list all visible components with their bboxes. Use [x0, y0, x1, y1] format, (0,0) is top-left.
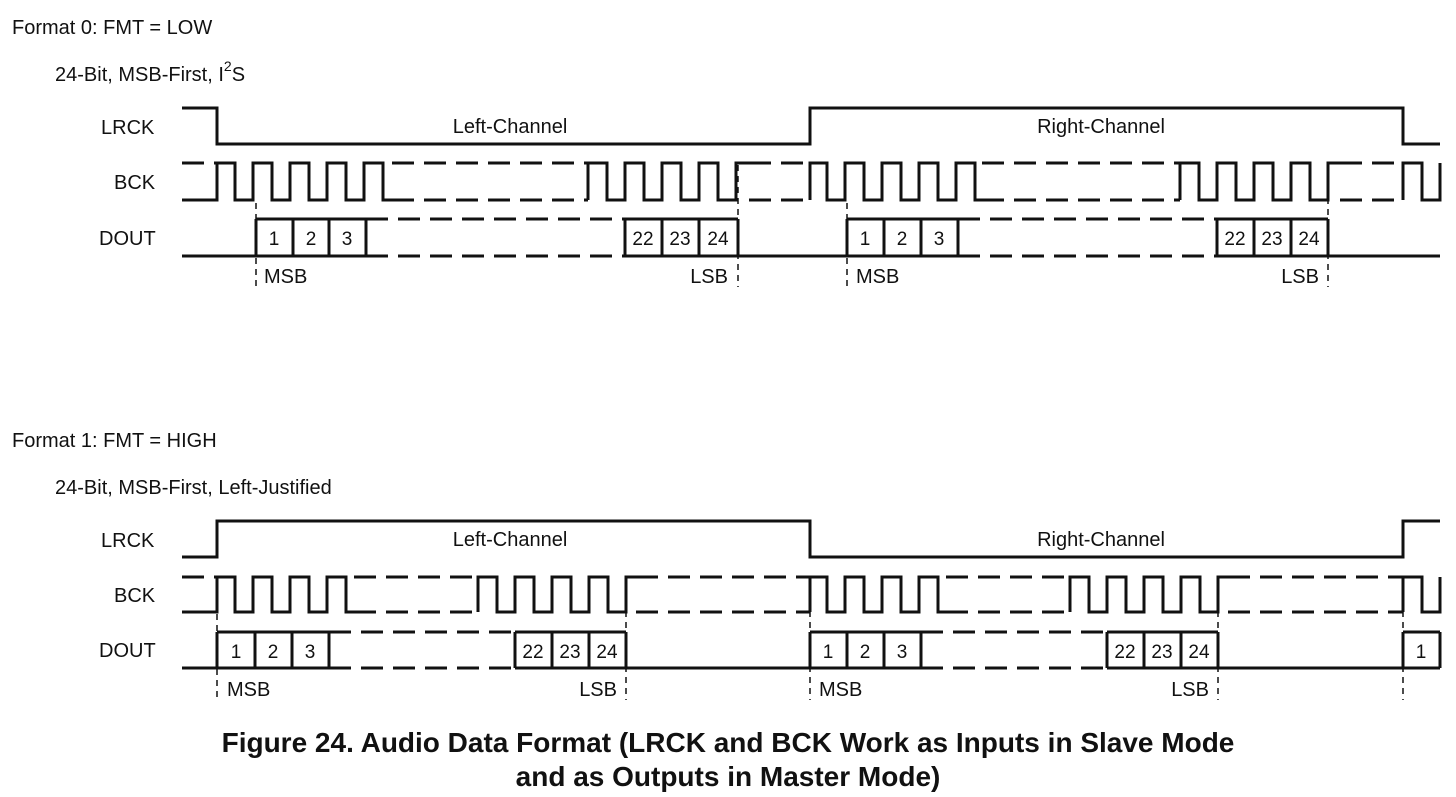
- f1-bck-label: BCK: [114, 585, 156, 607]
- f1-msb-label-left: MSB: [227, 679, 270, 701]
- f1-bit-2: 2: [268, 642, 279, 663]
- f0-bit-3: 3: [342, 229, 353, 250]
- f0-lsb-label-left: LSB: [690, 266, 728, 288]
- figure-caption-line-1: Figure 24. Audio Data Format (LRCK and B…: [221, 727, 1235, 758]
- f0-bck-dashed: [182, 161, 1403, 202]
- f1-lsb-label-left: LSB: [579, 679, 617, 701]
- f1-dout-label: DOUT: [99, 640, 156, 662]
- f1-right-bit-23: 23: [1151, 642, 1172, 663]
- f0-right-bit-22: 22: [1224, 229, 1245, 250]
- f1-lrck-waveform: [182, 519, 1440, 559]
- timing-diagram: Format 0: FMT = LOW 24-Bit, MSB-First, I…: [12, 17, 1442, 701]
- f0-format-title: Format 0: FMT = LOW: [12, 17, 212, 39]
- f1-right-bit-3: 3: [897, 642, 908, 663]
- f0-lsb-label-right: LSB: [1281, 266, 1319, 288]
- f1-bit-22: 22: [522, 642, 543, 663]
- f1-bit-1: 1: [231, 642, 242, 663]
- f0-dout-waveform: [182, 217, 1440, 258]
- f0-lrck-waveform: [182, 106, 1440, 146]
- f1-bit-23: 23: [559, 642, 580, 663]
- f1-bck-dashed: [182, 575, 1403, 614]
- f0-lrck-label: LRCK: [101, 117, 155, 139]
- f1-dout-dashed: [329, 630, 1107, 670]
- f1-bit-24: 24: [596, 642, 618, 663]
- f0-bit-1: 1: [269, 229, 280, 250]
- f0-bit-24: 24: [707, 229, 729, 250]
- f0-left-channel-label: Left-Channel: [453, 116, 568, 138]
- f1-right-bit-1: 1: [823, 642, 834, 663]
- f1-dout-waveform: [182, 630, 1442, 670]
- f0-right-bit-2: 2: [897, 229, 908, 250]
- f0-msb-label-left: MSB: [264, 266, 307, 288]
- figure-caption-line-2: and as Outputs in Master Mode): [515, 761, 941, 792]
- f0-bit-2: 2: [306, 229, 317, 250]
- f1-lrck-label: LRCK: [101, 530, 155, 552]
- f1-right-bit-2: 2: [860, 642, 871, 663]
- f0-right-channel-label: Right-Channel: [1037, 116, 1165, 138]
- f1-right-channel-label: Right-Channel: [1037, 529, 1165, 551]
- f1-left-channel-label: Left-Channel: [453, 529, 568, 551]
- f0-dout-dashed: [366, 217, 1217, 258]
- f1-right-bit-22: 22: [1114, 642, 1135, 663]
- f0-right-bit-24: 24: [1298, 229, 1320, 250]
- f1-next-bit-1: 1: [1416, 642, 1427, 663]
- f0-right-bit-23: 23: [1261, 229, 1282, 250]
- f0-bit-22: 22: [632, 229, 653, 250]
- f0-bit-23: 23: [669, 229, 690, 250]
- f0-bck-label: BCK: [114, 172, 156, 194]
- f1-format-title: Format 1: FMT = HIGH: [12, 430, 217, 452]
- f0-format-subtitle: 24-Bit, MSB-First, I2S: [55, 58, 245, 86]
- f1-msb-label-right: MSB: [819, 679, 862, 701]
- f0-msb-label-right: MSB: [856, 266, 899, 288]
- f0-dout-label: DOUT: [99, 228, 156, 250]
- f1-right-bit-24: 24: [1188, 642, 1210, 663]
- f1-format-subtitle: 24-Bit, MSB-First, Left-Justified: [55, 477, 332, 499]
- f0-right-bit-1: 1: [860, 229, 871, 250]
- f0-bck-waveform: [182, 161, 1442, 202]
- f1-bit-3: 3: [305, 642, 316, 663]
- f1-bck-waveform: [182, 575, 1442, 614]
- f1-lsb-label-right: LSB: [1171, 679, 1209, 701]
- figure-caption: Figure 24. Audio Data Format (LRCK and B…: [0, 726, 1456, 794]
- f0-right-bit-3: 3: [934, 229, 945, 250]
